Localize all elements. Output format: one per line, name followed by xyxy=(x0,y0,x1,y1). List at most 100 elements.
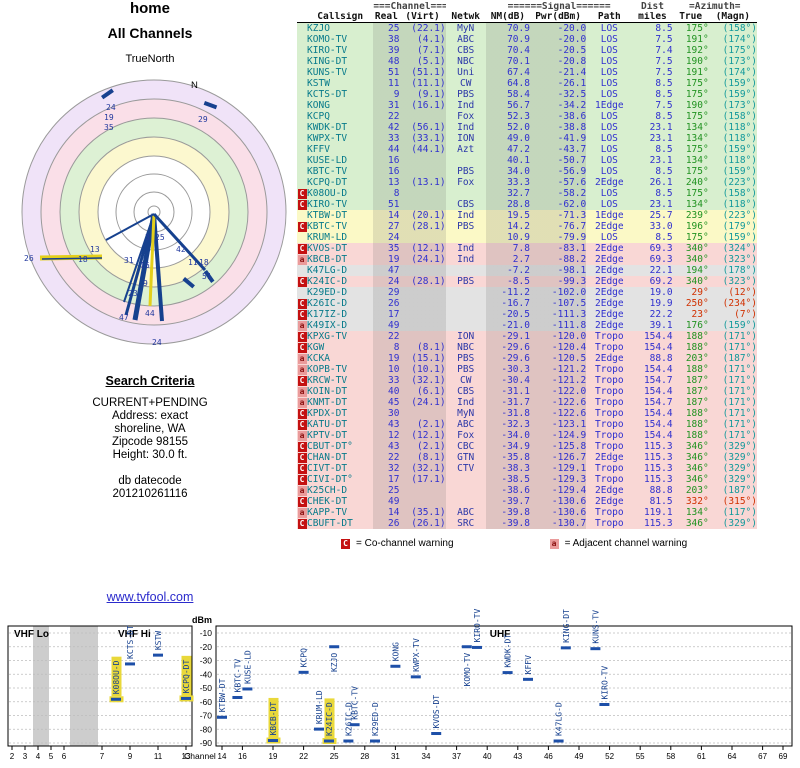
cell-path: Tropo xyxy=(595,397,624,408)
cell-nm: 56.7 xyxy=(485,100,530,111)
cell-nm: 40.1 xyxy=(485,155,530,166)
co-channel-warning-badge: C xyxy=(297,475,307,485)
cell-nm: 28.8 xyxy=(485,199,530,210)
cell-network xyxy=(446,320,486,331)
cell-az-magn: (171°) xyxy=(722,331,757,342)
cell-az-true: 194° xyxy=(685,265,709,276)
cell-real: 24 xyxy=(373,232,400,243)
cell-warning: C xyxy=(297,221,307,232)
cell-real: 17 xyxy=(373,309,400,320)
radar-station-tick xyxy=(101,88,114,100)
cell-miles: 8.5 xyxy=(655,23,673,34)
co-channel-warning-badge: C xyxy=(297,409,307,419)
cell-warning: C xyxy=(297,408,307,419)
station-label: K26IC-D xyxy=(344,702,353,736)
cell-virt: (8.1) xyxy=(399,452,446,463)
radar-channel-label: 9 xyxy=(143,279,148,288)
cell-real: 31 xyxy=(373,100,400,111)
pending-highlight xyxy=(111,656,122,697)
col-header-path: Path xyxy=(586,12,633,23)
cell-pwr: -98.1 xyxy=(529,265,587,276)
cell-callsign: CHEK-DT xyxy=(307,496,348,507)
cell-az-magn: (179°) xyxy=(722,221,757,232)
tvfool-link[interactable]: www.tvfool.com xyxy=(106,590,194,604)
cell-pwr: -126.7 xyxy=(529,452,587,463)
radar-channel-label: 25 xyxy=(155,233,165,242)
cell-az-magn: (12°) xyxy=(728,287,757,298)
cell-az-true: 190° xyxy=(685,56,709,67)
cell-az-true: 346° xyxy=(685,518,709,529)
cell-real: 14 xyxy=(373,507,400,518)
adjacent-channel-warning-badge: a xyxy=(297,321,307,331)
cell-callsign: K26IC-D xyxy=(307,298,348,309)
cell-callsign: KSTW xyxy=(307,78,330,89)
cell-network: CBS xyxy=(457,199,475,210)
cell-nm: 49.0 xyxy=(485,133,530,144)
cell-az-magn: (171°) xyxy=(722,408,757,419)
co-channel-warning-badge: C xyxy=(297,519,307,529)
cell-network xyxy=(446,309,486,320)
signal-bar xyxy=(324,739,334,743)
radar-channel-label: 24 xyxy=(152,338,162,347)
cell-callsign: KOIN-DT xyxy=(307,386,348,397)
cell-warning: C xyxy=(297,518,307,529)
cell-virt: (16.1) xyxy=(399,100,446,111)
cell-callsign: KUSE-LD xyxy=(307,155,348,166)
cell-pwr: -26.1 xyxy=(529,78,587,89)
cell-network: PBS xyxy=(457,353,475,364)
cell-callsign: KWDK-DT xyxy=(307,122,348,133)
col-header-magn: (Magn) xyxy=(708,12,757,23)
cell-real: 43 xyxy=(373,419,400,430)
channel-tick-label: 4 xyxy=(36,752,41,761)
cell-az-true: 340° xyxy=(685,276,709,287)
cell-az-true: 134° xyxy=(685,199,709,210)
dbm-axis-label: dBm xyxy=(192,615,212,625)
cell-az-true: 134° xyxy=(685,122,709,133)
station-label: KRUM-LD xyxy=(315,690,324,724)
cell-miles: 115.3 xyxy=(643,463,673,474)
cell-warning: a xyxy=(297,397,307,408)
channel-tick-label: 52 xyxy=(605,752,614,761)
signal-bar xyxy=(232,695,243,699)
cell-network xyxy=(446,232,486,243)
channel-tick-label: 58 xyxy=(666,752,675,761)
cell-real: 49 xyxy=(373,320,400,331)
cell-nm: -38.6 xyxy=(485,485,530,496)
cell-path: LOS xyxy=(600,144,618,155)
criteria-line xyxy=(0,462,300,475)
cell-az-magn: (159°) xyxy=(722,78,757,89)
cell-path: Tropo xyxy=(595,518,624,529)
cell-real: 49 xyxy=(373,496,400,507)
cell-nm: -29.1 xyxy=(485,331,530,342)
signal-bar xyxy=(298,670,309,674)
cell-path: LOS xyxy=(600,166,618,177)
cell-pwr: -50.7 xyxy=(529,155,587,166)
dbm-tick-label: -30 xyxy=(200,656,213,666)
radar-channel-label: 44 xyxy=(145,309,155,318)
cell-az-true: 340° xyxy=(685,254,709,265)
radar-station-tick xyxy=(203,270,215,283)
cell-virt: (8.1) xyxy=(399,342,446,353)
cell-callsign: KFFV xyxy=(307,144,330,155)
cell-callsign: KCPQ-DT xyxy=(307,177,348,188)
cell-nm: -11.2 xyxy=(485,287,530,298)
cell-path: LOS xyxy=(600,122,618,133)
cell-warning: C xyxy=(297,474,307,485)
cell-path: LOS xyxy=(600,45,618,56)
cell-az-true: 190° xyxy=(685,100,709,111)
adjacent-channel-warning-badge: a xyxy=(297,486,307,496)
channel-tick-label: 64 xyxy=(728,752,737,761)
cell-miles: 115.3 xyxy=(643,441,673,452)
cell-warning: C xyxy=(297,441,307,452)
cell-warning xyxy=(297,166,307,177)
cell-warning: a xyxy=(297,320,307,331)
warnings-legend: C = Co-channel warning a = Adjacent chan… xyxy=(341,538,800,549)
stations-table-section: ===Channel=== ======Signal====== Dist =A… xyxy=(297,2,800,549)
cell-az-true: 240° xyxy=(685,177,709,188)
cell-real: 22 xyxy=(373,111,400,122)
criteria-line: 201210261116 xyxy=(112,488,188,500)
